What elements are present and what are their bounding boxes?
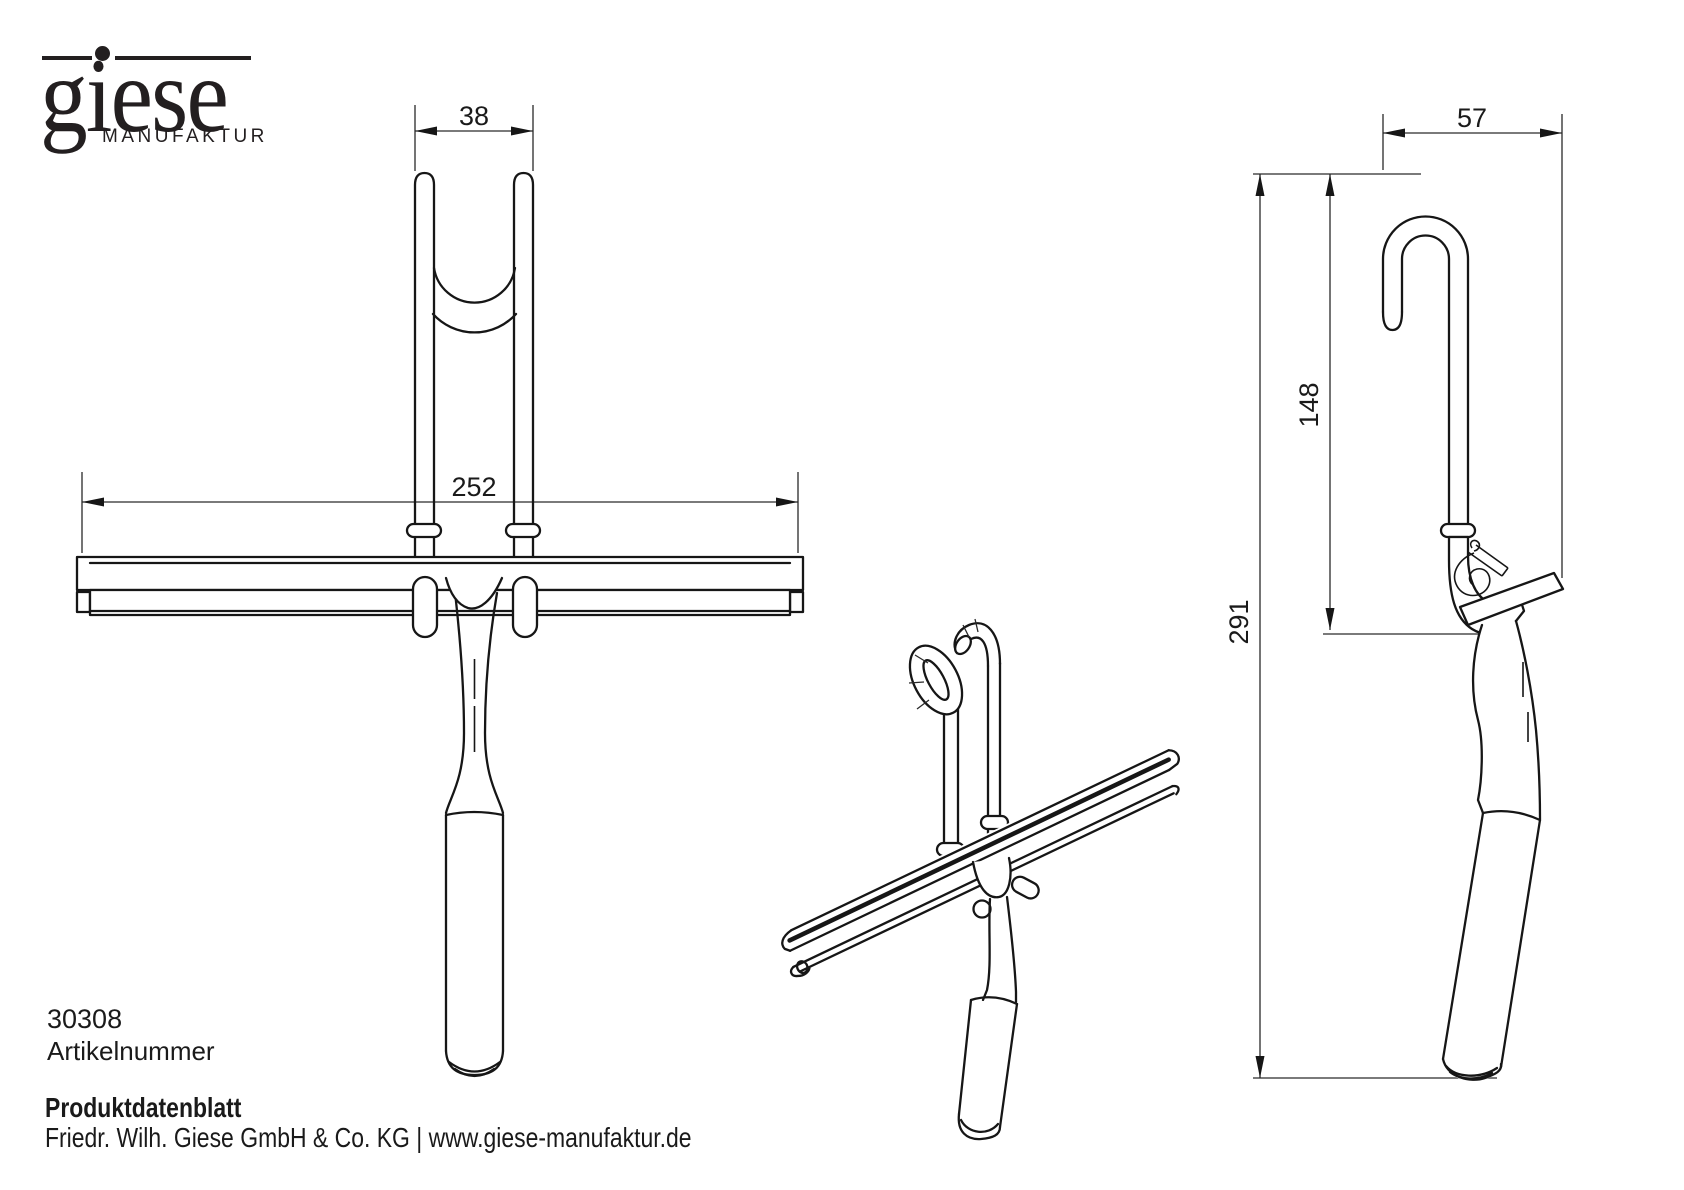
side-dimension-hook-height: 148 — [1294, 174, 1485, 635]
side-spring-clip — [1453, 539, 1509, 597]
side-dimension-total-height: 291 — [1224, 173, 1497, 1079]
logo-overline-left — [42, 56, 92, 60]
side-dimension-hook-depth: 57 — [1382, 103, 1563, 578]
document-title: Produktdatenblatt — [45, 1092, 242, 1123]
dim-label-252: 252 — [451, 472, 496, 502]
dim-label-38: 38 — [459, 101, 489, 131]
front-fork-rods — [413, 171, 535, 560]
iso-handle — [957, 856, 1040, 1141]
company-line: Friedr. Wilh. Giese GmbH & Co. KG | www.… — [45, 1122, 692, 1153]
isometric-view — [775, 618, 1194, 1141]
logo-wordmark: giese — [40, 37, 229, 154]
front-dimension-blade-width: 252 — [81, 472, 799, 553]
side-collar — [1439, 522, 1477, 539]
iso-rods — [908, 618, 1002, 878]
side-handle — [1441, 619, 1542, 1081]
side-blade — [1458, 571, 1565, 627]
dim-label-148: 148 — [1294, 382, 1324, 427]
front-rod-pegs — [411, 575, 539, 639]
article-number: 30308 — [47, 1004, 123, 1034]
article-number-label: Artikelnummer — [47, 1036, 215, 1066]
dim-label-291: 291 — [1224, 599, 1254, 644]
logo-overline-right — [115, 56, 251, 60]
logo-subtitle: MANUFAKTUR — [102, 126, 268, 147]
front-collars — [405, 522, 542, 539]
front-handle — [444, 576, 505, 1078]
brand-logo: giese MANUFAKTUR — [40, 34, 280, 154]
side-hook — [1381, 215, 1470, 527]
dim-label-57: 57 — [1457, 103, 1487, 133]
side-view: 291 148 57 — [1224, 103, 1565, 1081]
logo-i-dot — [95, 46, 110, 61]
front-view: 38 252 — [75, 101, 805, 1078]
front-dimension-fork-width: 38 — [414, 101, 534, 171]
front-blade — [75, 555, 805, 617]
